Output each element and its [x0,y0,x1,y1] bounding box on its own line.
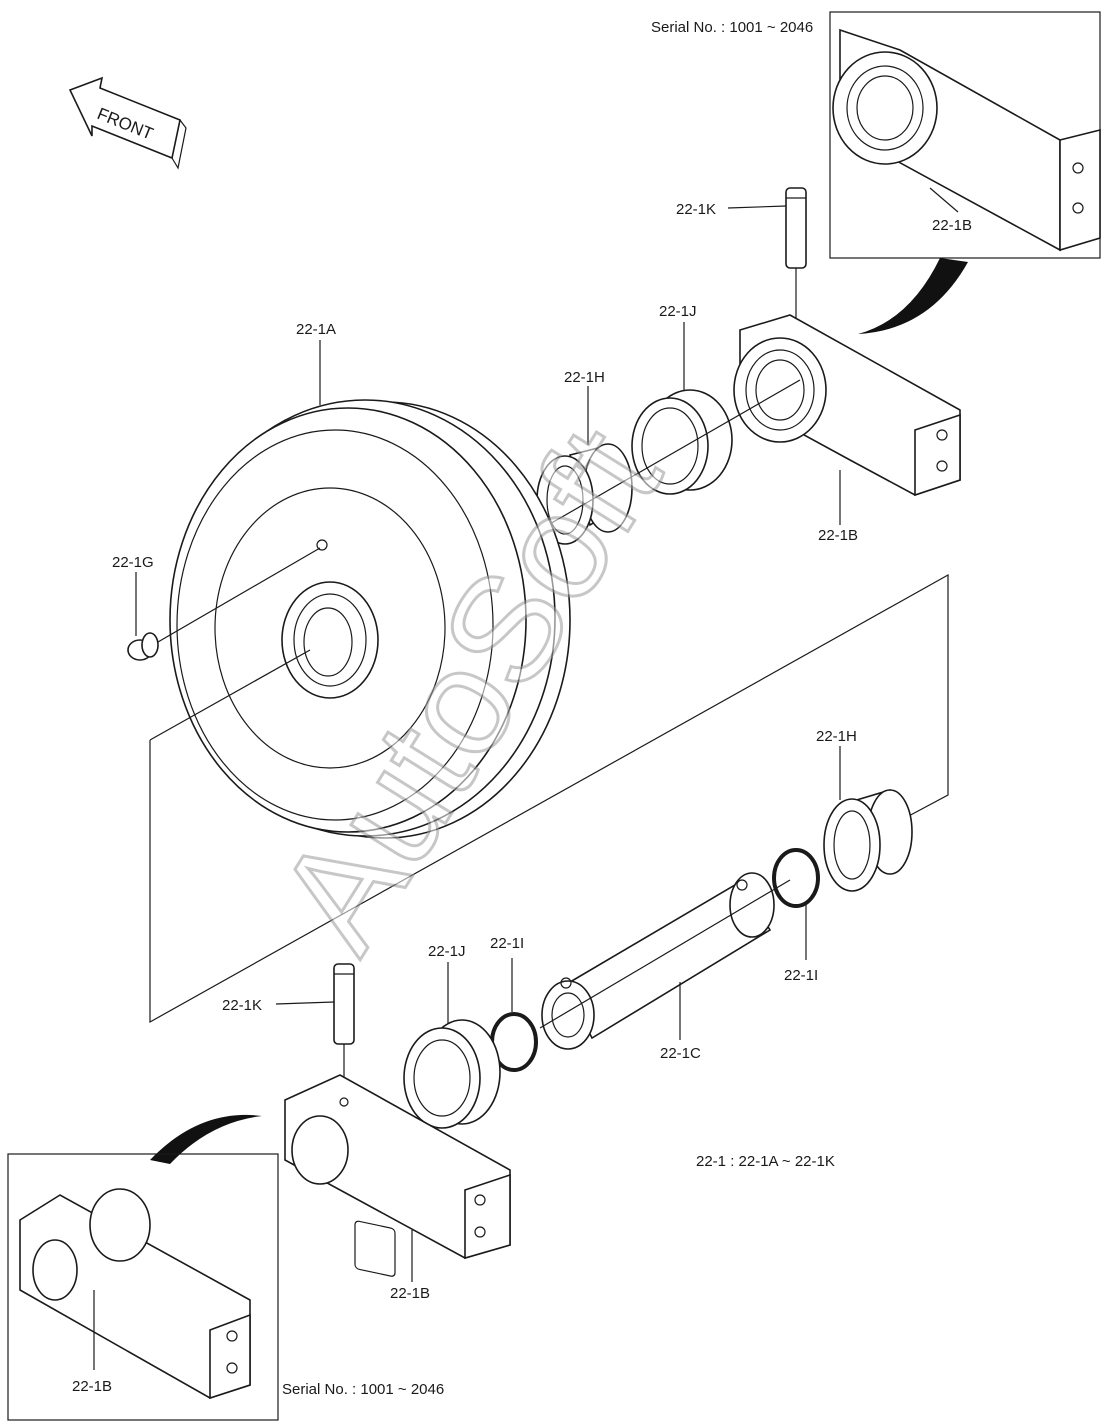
label-22-1j-top: 22-1J [659,303,697,320]
support-22-1b-bottom [284,1074,511,1277]
label-22-1j-bottom: 22-1J [428,943,466,960]
label-22-1h-top: 22-1H [564,369,605,386]
shaft-22-1c [541,872,775,1050]
label-22-1a: 22-1A [296,321,336,338]
idler-wheel-22-1a [169,399,571,839]
label-22-1k-bottom: 22-1K [222,997,262,1014]
plug-22-1g [127,547,321,661]
support-22-1b-right [733,314,961,497]
pin-22-1k-top [785,187,807,330]
label-22-1c: 22-1C [660,1045,701,1062]
serial-note-bottom: Serial No. : 1001 ~ 2046 [282,1381,444,1398]
serial-note-top: Serial No. : 1001 ~ 2046 [651,19,813,36]
assembly-note: 22-1 : 22-1A ~ 22-1K [696,1153,835,1170]
inset-top-right [829,11,1101,259]
pointer-arrow-icon [150,1114,262,1164]
seal-22-1j-bottom [403,1019,501,1129]
label-22-1h-right: 22-1H [816,728,857,745]
label-22-1i-right: 22-1I [784,967,818,984]
bushing-22-1h-right [823,789,913,892]
pin-22-1k-bottom [333,963,355,1100]
inset-bottom-left [7,1153,279,1421]
label-22-1b-inset-bottom: 22-1B [72,1378,112,1395]
label-22-1b-bottom: 22-1B [390,1285,430,1302]
front-arrow-icon [68,76,187,170]
label-22-1b-inset-top: 22-1B [932,217,972,234]
pointer-arrow-icon [858,258,968,334]
label-22-1k-top: 22-1K [676,201,716,218]
label-22-1i-left: 22-1I [490,935,524,952]
ring-22-1i-right [772,848,820,908]
label-22-1g: 22-1G [112,554,154,571]
assembly-outline [149,573,949,1024]
seal-22-1j-top [631,389,733,495]
label-22-1b-right: 22-1B [818,527,858,544]
